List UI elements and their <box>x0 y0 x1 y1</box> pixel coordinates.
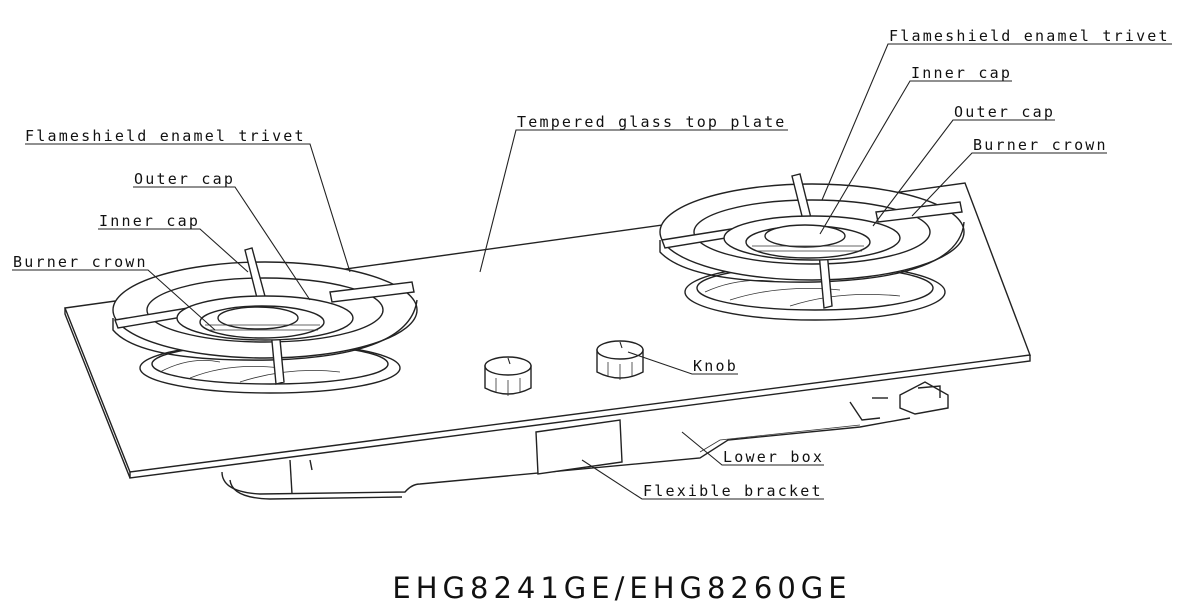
label-outer-cap-right: Outer cap <box>954 103 1055 121</box>
right-burner <box>659 173 965 321</box>
callout-labels: Flameshield enamel trivet Outer cap Inne… <box>13 27 1170 500</box>
left-burner <box>112 247 418 394</box>
label-lower-box: Lower box <box>723 448 824 466</box>
label-flexible-bracket: Flexible bracket <box>643 482 823 500</box>
knob-right <box>596 340 644 380</box>
label-knob: Knob <box>693 357 738 375</box>
label-inner-cap-left: Inner cap <box>99 212 200 230</box>
leader-lines <box>12 43 1172 500</box>
lower-box <box>221 401 911 500</box>
flexible-bracket <box>535 419 623 475</box>
knob-left <box>484 356 532 396</box>
label-tempered-glass: Tempered glass top plate <box>517 113 787 131</box>
label-flameshield-left: Flameshield enamel trivet <box>25 127 306 145</box>
label-outer-cap-left: Outer cap <box>134 170 235 188</box>
model-title: EHG8241GE/EHG8260GE <box>392 571 851 605</box>
label-inner-cap-right: Inner cap <box>911 64 1012 82</box>
label-burner-crown-left: Burner crown <box>13 253 148 271</box>
label-flameshield-right: Flameshield enamel trivet <box>889 27 1170 45</box>
label-burner-crown-right: Burner crown <box>973 136 1108 154</box>
